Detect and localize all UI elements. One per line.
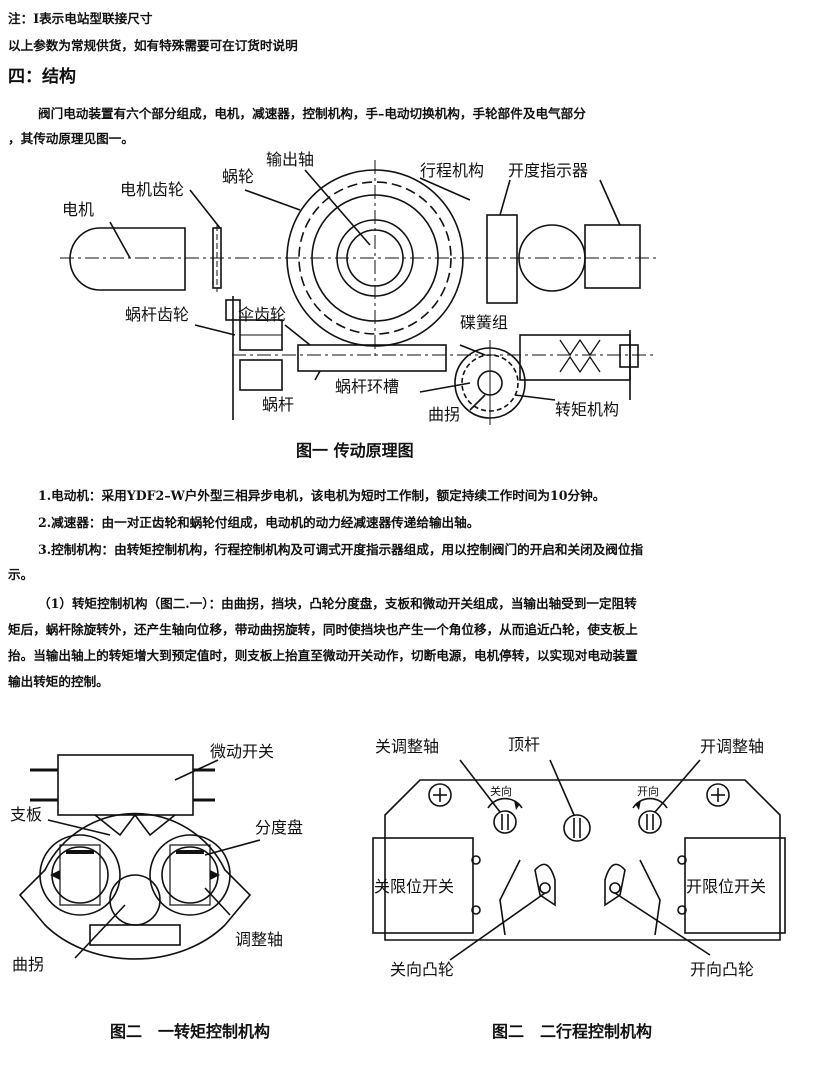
item-reducer: 2.减速器：由一对正齿轮和蜗轮付组成，电动机的动力经减速器传递给输出轴。	[38, 515, 480, 530]
item-motor: 1.电动机：采用YDF2–W户外型三相异步电机，该电机为短时工作制，额定持续工作…	[38, 488, 606, 503]
label-adjust-shaft: 调整轴	[235, 930, 283, 949]
label-micro-switch: 微动开关	[210, 742, 274, 761]
figure-2b-caption: 图二 二行程控制机构	[492, 1022, 652, 1041]
figure-1-transmission-diagram: 电机 电机齿轮 蜗轮 输出轴 行程机构 开度指示器 蜗杆齿轮 伞齿轮 碟簧组 蜗…	[60, 150, 660, 460]
label-motor: 电机	[62, 200, 94, 219]
figure-1-caption: 图一 传动原理图	[296, 441, 414, 460]
label-crank: 曲拐	[428, 405, 460, 424]
sub-torque-line-1: （1）转矩控制机构（图二.一）：由曲拐，挡块，凸轮分度盘，支板和微动开关组成，当…	[38, 596, 637, 611]
figure-2b-travel-control: 关调整轴 顶杆 开调整轴 关向 开向 关限位开关 开限位开关 关向凸轮 开向凸轮…	[372, 735, 786, 1041]
label-worm: 蜗杆	[262, 395, 294, 414]
label-bevel-gear: 伞齿轮	[238, 305, 286, 324]
figure-2a-torque-control: 微动开关 支板 分度盘 调整轴 曲拐 图二 一转矩控制机构	[10, 742, 303, 1041]
note-connection-size: 注：I表示电站型联接尺寸	[8, 11, 153, 26]
item-control-line-2: 示。	[8, 567, 34, 582]
item-control-line-1: 3.控制机构：由转矩控制机构，行程控制机构及可调式开度指示器组成，用以控制阀门的…	[38, 542, 644, 557]
sub-torque-line-3: 抬。当输出轴上的转矩增大到预定值时，则支板上抬直至微动开关动作，切断电源，电机停…	[8, 648, 638, 663]
label-open-cam: 开向凸轮	[690, 960, 754, 979]
label-push-rod: 顶杆	[508, 735, 540, 754]
intro-line-2: ，其传动原理见图一。	[8, 131, 134, 146]
label-close-cam: 关向凸轮	[390, 960, 454, 979]
label-support-plate: 支板	[10, 805, 42, 824]
label-travel-mechanism: 行程机构	[420, 161, 484, 180]
label-disc-spring: 碟簧组	[460, 313, 508, 332]
label-close-adjust-shaft: 关调整轴	[375, 737, 439, 756]
label-worm-wheel: 蜗轮	[222, 167, 254, 186]
label-opening-indicator: 开度指示器	[508, 161, 588, 180]
note-supply: 以上参数为常规供货，如有特殊需要可在订货时说明	[8, 38, 298, 53]
intro-line-1: 阀门电动装置有六个部分组成，电机，减速器，控制机构，手–电动切换机构，手轮部件及…	[38, 106, 586, 121]
label-crank-2a: 曲拐	[12, 955, 44, 974]
label-motor-gear: 电机齿轮	[120, 180, 184, 199]
label-torque-mechanism: 转矩机构	[555, 400, 619, 419]
label-open-adjust-shaft: 开调整轴	[700, 737, 764, 756]
label-close-limit-switch: 关限位开关	[374, 877, 454, 896]
label-worm-groove: 蜗杆环槽	[335, 377, 399, 396]
figure-2a-caption: 图二 一转矩控制机构	[110, 1022, 270, 1041]
label-open-direction: 开向	[637, 784, 659, 798]
sub-torque-line-4: 输出转矩的控制。	[8, 674, 109, 689]
label-close-direction: 关向	[490, 784, 512, 798]
label-worm-gear: 蜗杆齿轮	[125, 305, 189, 324]
section-heading: 四：结构	[8, 67, 76, 87]
label-index-plate: 分度盘	[255, 818, 303, 837]
sub-torque-line-2: 矩后，蜗杆除旋转外，还产生轴向位移，带动曲拐旋转，同时使挡块也产生一个角位移，从…	[8, 622, 638, 637]
label-output-shaft: 输出轴	[266, 150, 314, 169]
label-open-limit-switch: 开限位开关	[686, 877, 766, 896]
